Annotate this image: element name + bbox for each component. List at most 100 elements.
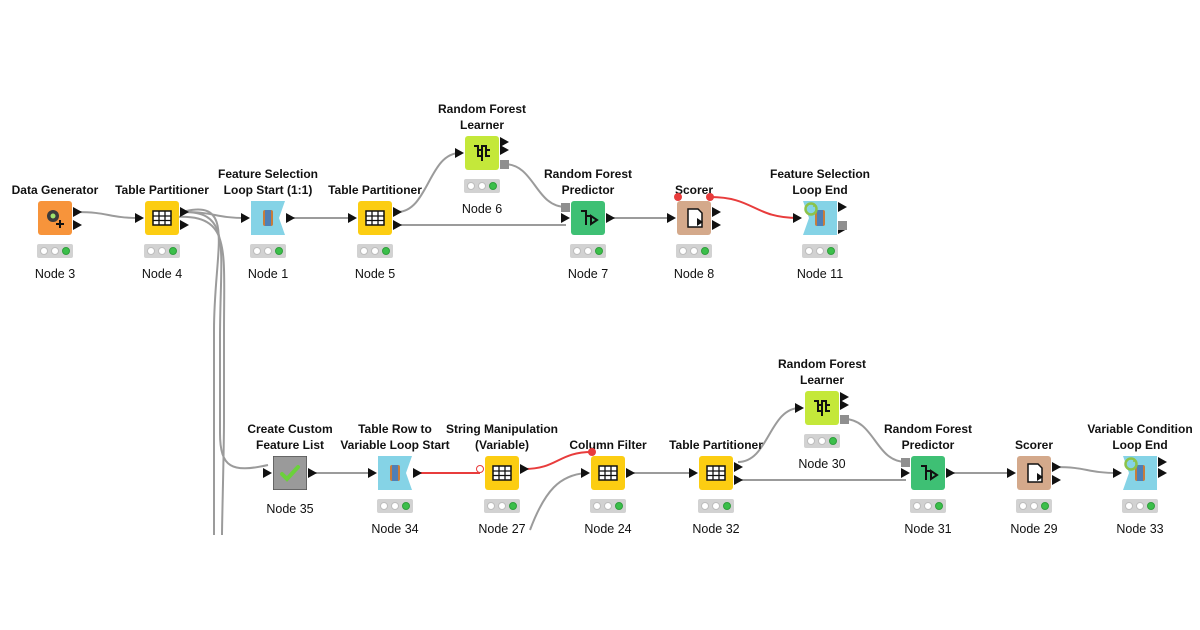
connection-extra-1[interactable] <box>185 208 220 535</box>
status-led-off <box>391 502 399 510</box>
input-port[interactable] <box>135 213 144 223</box>
input-port[interactable] <box>455 148 464 158</box>
node-status-traffic-light <box>377 499 413 513</box>
data-generator-icon[interactable] <box>38 201 72 235</box>
output-port[interactable] <box>1158 468 1167 478</box>
scorer-icon[interactable] <box>1017 456 1051 490</box>
output-port[interactable] <box>286 213 295 223</box>
input-port[interactable] <box>674 193 682 201</box>
node-title-line: Learner <box>459 118 505 132</box>
output-port[interactable] <box>1052 475 1061 485</box>
output-port[interactable] <box>413 468 422 478</box>
connection-n3-n4[interactable] <box>76 211 141 219</box>
node-label: Node 3 <box>34 267 76 281</box>
connection-n4-n35[interactable] <box>183 211 269 470</box>
status-led-off <box>1125 502 1133 510</box>
input-port[interactable] <box>241 213 250 223</box>
connection-n32-n30[interactable] <box>737 407 801 463</box>
node-title: Table Partitioner <box>285 182 465 198</box>
output-port[interactable] <box>180 207 189 217</box>
output-port[interactable] <box>706 193 714 201</box>
connection-n30-n31[interactable] <box>843 418 907 463</box>
connection-n29-n33[interactable] <box>1055 466 1119 474</box>
scorer-icon[interactable] <box>677 201 711 235</box>
connection-n6-n7[interactable] <box>503 163 567 208</box>
node-label: Node 4 <box>141 267 183 281</box>
output-port[interactable] <box>1158 457 1167 467</box>
output-port[interactable] <box>840 400 849 410</box>
input-port[interactable] <box>1113 468 1122 478</box>
status-led-off <box>679 247 687 255</box>
input-port[interactable] <box>901 458 910 467</box>
input-port[interactable] <box>348 213 357 223</box>
predictor-icon[interactable] <box>571 201 605 235</box>
output-port[interactable] <box>838 202 847 212</box>
table-icon[interactable] <box>145 201 179 235</box>
input-port[interactable] <box>901 468 910 478</box>
output-port[interactable] <box>734 475 743 485</box>
output-port[interactable] <box>1052 462 1061 472</box>
node-label: Node 11 <box>796 267 844 281</box>
table-icon[interactable] <box>485 456 519 490</box>
output-port[interactable] <box>393 220 402 230</box>
input-port[interactable] <box>263 468 272 478</box>
input-port[interactable] <box>581 468 590 478</box>
input-port[interactable] <box>793 213 802 223</box>
input-port[interactable] <box>667 213 676 223</box>
input-port[interactable] <box>368 468 377 478</box>
output-port[interactable] <box>840 415 849 424</box>
output-port[interactable] <box>308 468 317 478</box>
loop-start-icon[interactable] <box>378 456 412 490</box>
output-port[interactable] <box>520 464 529 474</box>
connection-extra-2[interactable] <box>529 472 587 531</box>
table-icon[interactable] <box>591 456 625 490</box>
input-port[interactable] <box>588 448 596 456</box>
input-port[interactable] <box>561 213 570 223</box>
output-port[interactable] <box>606 213 615 223</box>
input-port[interactable] <box>795 403 804 413</box>
flow-variable-output-port[interactable] <box>838 221 847 230</box>
node-title-line: Loop End <box>1112 438 1168 452</box>
connection-n27-n24[interactable] <box>523 451 593 470</box>
connection-extra-0[interactable] <box>161 215 226 536</box>
output-port[interactable] <box>500 160 509 169</box>
connection-n8-n11[interactable] <box>709 196 799 219</box>
status-led-off <box>604 502 612 510</box>
output-port[interactable] <box>626 468 635 478</box>
node-title-line: Loop Start (1:1) <box>223 183 313 197</box>
checkmark-icon[interactable] <box>273 456 307 490</box>
output-port[interactable] <box>712 207 721 217</box>
output-port[interactable] <box>73 207 82 217</box>
status-led-off <box>816 247 824 255</box>
node-label: Node 33 <box>1116 522 1164 536</box>
output-port[interactable] <box>180 220 189 230</box>
output-port[interactable] <box>500 145 509 155</box>
status-led-off <box>1136 502 1144 510</box>
loop-start-icon[interactable] <box>251 201 285 235</box>
output-port[interactable] <box>734 462 743 472</box>
connection-n5-n6[interactable] <box>396 152 461 213</box>
output-port[interactable] <box>840 392 849 402</box>
input-port[interactable] <box>476 465 484 473</box>
output-port[interactable] <box>500 137 509 147</box>
input-port[interactable] <box>561 203 570 212</box>
status-led-off <box>51 247 59 255</box>
output-port[interactable] <box>393 207 402 217</box>
table-icon[interactable] <box>358 201 392 235</box>
loop-end-icon[interactable] <box>803 201 837 235</box>
node-title-line: Table Partitioner <box>328 183 422 197</box>
output-port[interactable] <box>712 220 721 230</box>
learner-icon[interactable] <box>805 391 839 425</box>
input-port[interactable] <box>1007 468 1016 478</box>
table-icon[interactable] <box>699 456 733 490</box>
status-led-executed <box>1147 502 1155 510</box>
input-port[interactable] <box>689 468 698 478</box>
loop-end-icon[interactable] <box>1123 456 1157 490</box>
output-port[interactable] <box>946 468 955 478</box>
predictor-icon[interactable] <box>911 456 945 490</box>
output-port[interactable] <box>73 220 82 230</box>
node-status-traffic-light <box>910 499 946 513</box>
learner-icon[interactable] <box>465 136 499 170</box>
status-led-off <box>1030 502 1038 510</box>
